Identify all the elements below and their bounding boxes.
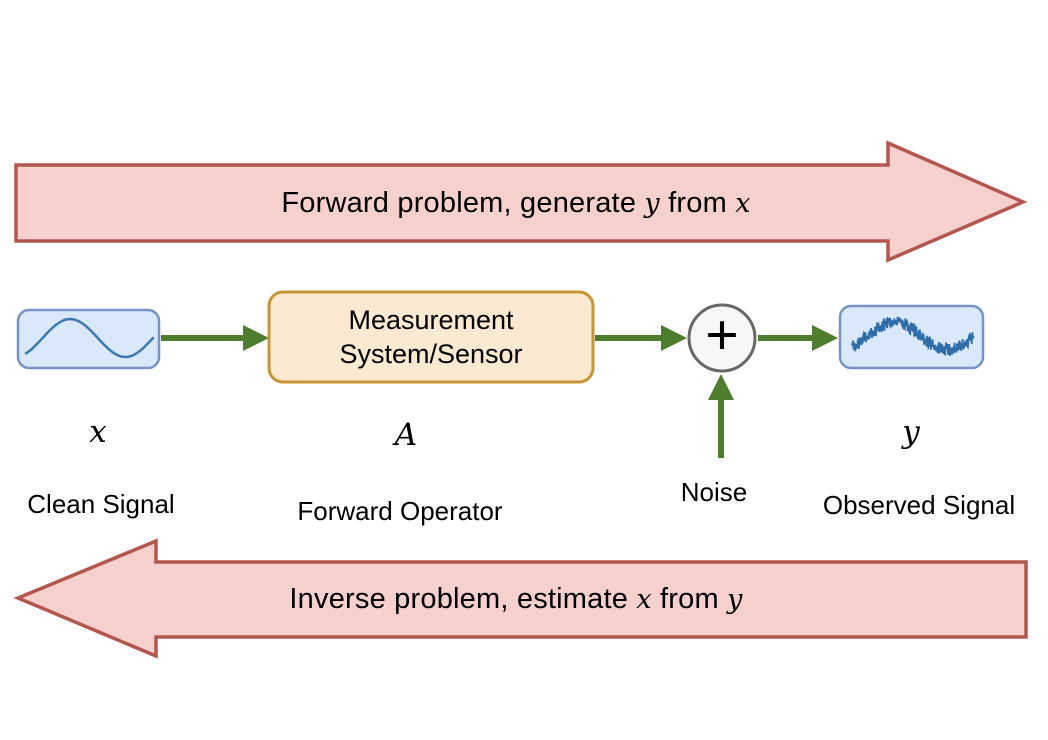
clean-wave <box>24 317 155 359</box>
measurement-system-label-line2: System/Sensor <box>339 339 523 369</box>
measurement-system-box <box>267 290 595 384</box>
inverse-caption-prefix: Inverse problem, estimate <box>289 583 637 615</box>
forward-caption-prefix: Forward problem, generate <box>281 187 645 219</box>
connector-clean-to-operator-arrowhead <box>243 325 269 351</box>
measurement-system-label-line1: Measurement <box>348 304 514 335</box>
forward-operator-label: Forward Operator <box>297 496 503 526</box>
inverse-problem-caption: Inverse problem, estimate x from y <box>0 583 1032 616</box>
symbol-y: y <box>902 414 920 450</box>
measurement-system-label: Measurement System/Sensor <box>269 292 593 382</box>
forward-caption-mid: from <box>659 187 736 219</box>
inverse-problem-arrow-shape <box>13 538 1028 659</box>
symbol-x: x <box>89 414 107 450</box>
sum-node-circle <box>687 303 757 373</box>
observed-signal-box <box>838 304 985 370</box>
clean-signal-label: Clean Signal <box>27 489 175 519</box>
connector-sum-to-observed-arrowhead <box>812 325 838 351</box>
observed-signal-label: Observed Signal <box>822 490 1016 520</box>
connector-noise-to-sum-arrowhead <box>708 374 734 400</box>
forward-problem-arrow-shape <box>14 140 1028 263</box>
forward-caption-var-x: x <box>735 188 751 219</box>
inverse-caption-var-y: y <box>727 584 743 615</box>
noise-label: Noise <box>680 477 748 507</box>
inverse-caption-mid: from <box>651 583 728 615</box>
sum-plus-sign: + <box>705 303 739 367</box>
connector-operator-to-sum-arrowhead <box>661 325 687 351</box>
forward-problem-caption: Forward problem, generate y from x <box>0 187 1032 220</box>
clean-signal-box <box>16 308 161 370</box>
noisy-wave <box>851 316 975 357</box>
inverse-caption-var-x: x <box>636 584 652 615</box>
forward-caption-var-y: y <box>644 188 660 219</box>
symbol-A: A <box>394 417 418 453</box>
